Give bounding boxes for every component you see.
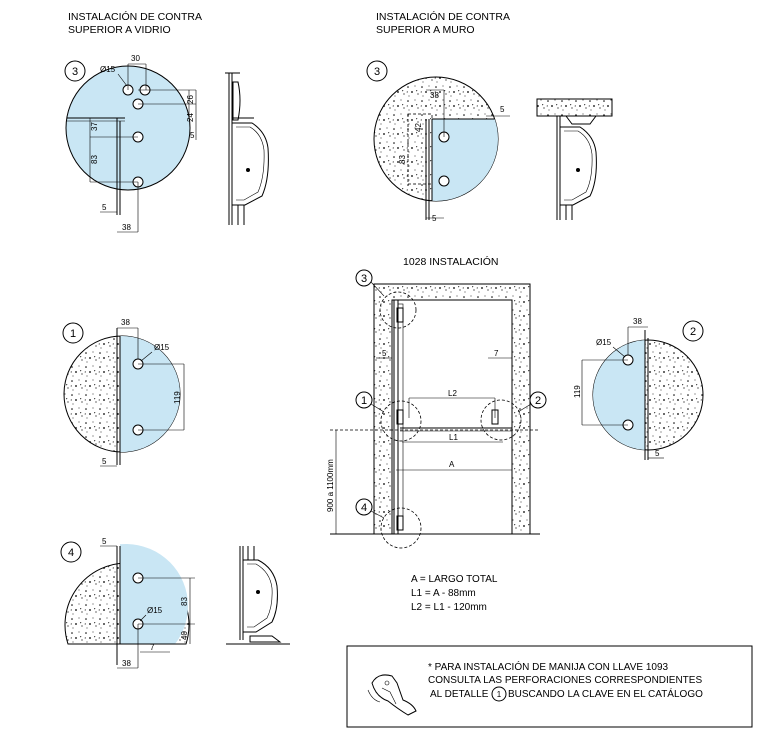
callout-4: 4 (361, 502, 367, 514)
dim-119-d1: 119 (173, 391, 182, 404)
dim-83: 83 (90, 155, 99, 164)
note-line3b: BUSCANDO LA CLAVE EN EL CATÁLOGO (508, 687, 703, 700)
door-elevation: 900 a 1100mm L2 L1 A 5 7 3 1 2 (326, 269, 547, 549)
callout-2: 2 (535, 395, 541, 407)
dim-5-bottom: 5 (102, 203, 107, 212)
detail-2: 2 38 Ø15 119 5 (573, 317, 704, 460)
detail-number: 3 (72, 66, 78, 78)
dim-83-wall: 83 (398, 155, 407, 164)
dim-30: 30 (131, 54, 140, 63)
legend-line1: A = LARGO TOTAL (411, 574, 498, 585)
dim-5-d2: 5 (655, 449, 660, 458)
note-line3a: AL DETALLE (430, 689, 489, 700)
detail-number-circle (682, 320, 704, 342)
title-wall-line2: SUPERIOR A MURO (376, 24, 475, 36)
dim-83-d4: 83 (180, 597, 189, 606)
dim-L1: L1 (449, 433, 458, 442)
note-line1: * PARA INSTALACIÓN DE MANIJA CON LLAVE 1… (428, 660, 669, 673)
side-view-wall (536, 98, 613, 220)
dim-d15-d4: Ø15 (147, 606, 163, 615)
dim-d15-d2: Ø15 (596, 338, 612, 347)
dim-7-door: 7 (494, 349, 499, 358)
detail-number: 4 (68, 547, 74, 559)
callout-3: 3 (361, 273, 367, 285)
dim-A: A (449, 460, 455, 469)
detail-1: 1 38 Ø15 119 5 (62, 318, 185, 467)
dim-38: 38 (122, 223, 131, 232)
dim-38-d1: 38 (121, 318, 130, 327)
note-box: * PARA INSTALACIÓN DE MANIJA CON LLAVE 1… (346, 645, 753, 728)
dim-38-d4: 38 (122, 659, 131, 668)
detail-3-glass: 3 30 Ø15 26 24 5 37 83 5 (64, 54, 197, 233)
dim-119-d2: 119 (573, 385, 582, 398)
detail-number: 3 (374, 66, 380, 78)
dim-38-wall: 38 (430, 91, 439, 100)
dim-5-wall-bottom: 5 (432, 214, 437, 223)
dim-5-d1: 5 (102, 457, 107, 466)
dim-5-wall: 5 (500, 105, 505, 114)
dim-d15-d1: Ø15 (154, 343, 170, 352)
detail-number-circle (60, 541, 82, 563)
detail-number-circle (62, 322, 84, 344)
dim-5-d4: 5 (102, 537, 107, 546)
detail-4: 4 5 83 40 Ø15 38 7 (60, 537, 195, 669)
detail-number-circle (64, 60, 86, 82)
detail-number-circle (366, 60, 388, 82)
dim-37: 37 (90, 122, 99, 131)
detail-number: 1 (70, 328, 76, 340)
lever-handle-icon (367, 674, 417, 716)
note-line2: CONSULTA LAS PERFORACIONES CORRESPONDIEN… (428, 675, 702, 686)
dim-24: 24 (186, 113, 195, 122)
dim-height: 900 a 1100mm (326, 459, 335, 512)
title-glass-line1: INSTALACIÓN DE CONTRA (68, 10, 202, 23)
dim-7-d4: 7 (150, 643, 155, 652)
dim-26: 26 (186, 95, 195, 104)
title-installation: 1028 INSTALACIÓN (403, 255, 499, 268)
dim-5-right: 5 (190, 131, 195, 140)
title-glass-line2: SUPERIOR A VIDRIO (68, 24, 171, 36)
legend-line3: L2 = L1 - 120mm (411, 602, 487, 613)
dim-42: 42 (414, 123, 423, 132)
side-view-bottom (226, 546, 290, 645)
dim-40-d4: 40 (180, 631, 189, 640)
dim-L2: L2 (448, 389, 457, 398)
callout-1: 1 (361, 395, 367, 407)
note-detail-number: 1 (497, 690, 502, 699)
dim-d15: Ø15 (100, 65, 116, 74)
detail-number: 2 (690, 326, 696, 338)
title-wall-line1: INSTALACIÓN DE CONTRA (376, 10, 510, 23)
detail-3-wall: 3 38 42 83 5 5 (366, 60, 510, 223)
dim-5-door: 5 (382, 349, 387, 358)
dim-38-d2: 38 (633, 317, 642, 326)
side-view-glass (225, 72, 269, 225)
legend-line2: L1 = A - 88mm (411, 588, 476, 599)
